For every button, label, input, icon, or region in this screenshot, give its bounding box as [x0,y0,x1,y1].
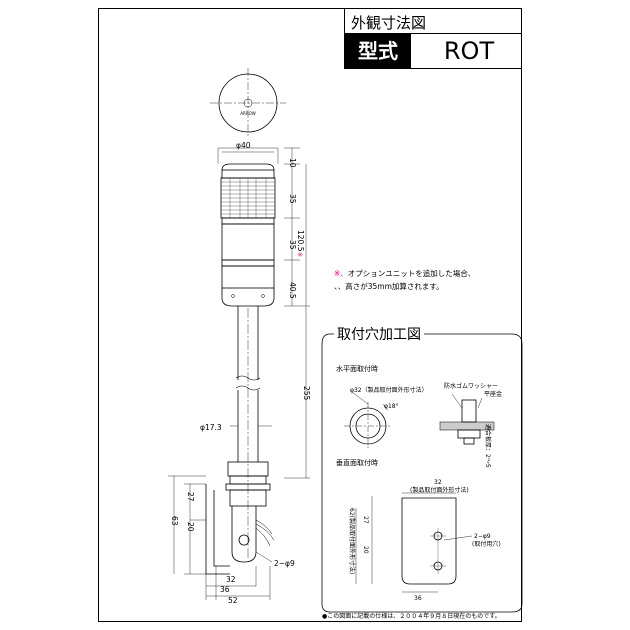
vertical-mount-label: 垂直面取付時 [336,459,378,467]
dim-35-mid: 35 [288,240,297,250]
mount-v-27: 27 [362,516,369,524]
option-note-line1: ※、オプションユニットを追加した場合、 [334,268,475,279]
mount-v-36: 36 [414,595,422,602]
type-label: 型式 [345,34,411,68]
dim-52: 52 [228,596,238,605]
dim-255: 255 [302,386,311,401]
dim-20: 20 [186,522,195,532]
mount-h-hole: φ32（製品取付面外形寸法） [350,386,428,394]
dim-2-holes-9: 2−φ9 [274,559,295,568]
horizontal-mount-label: 水平面取付時 [336,365,378,373]
mount-section-title: 取付穴加工図 [334,324,424,344]
note-mark: ※、 [334,269,348,278]
mount-v-32: 32 [434,479,442,486]
drawing-frame [98,8,522,622]
dim-diameter-40: φ40 [236,141,251,150]
mount-v-20: 20 [362,546,369,554]
tower-body [217,147,279,307]
dim-35-top: 35 [288,194,297,204]
mount-nut: 平座金 [484,390,502,398]
note-text-1: オプションユニットを追加した場合、 [347,269,476,278]
type-block: 型式 ROT [344,33,522,69]
type-value: ROT [443,37,495,65]
top-view [210,68,286,138]
mounting-section [321,333,523,613]
dim-27: 27 [186,492,195,502]
mount-assembly [205,461,275,575]
mount-washer: 防水ゴムワッシャー [444,382,498,390]
mount-thickness: 適合板厚：2〜5 [484,424,492,468]
option-note-line2: 、、高さが35mm加算されます。 [334,281,444,292]
drawing-title: 外観寸法図 [351,14,427,32]
note-text-2: 、、高さが35mm加算されます。 [334,282,444,291]
mount-v-32-note: (製品取付面外形寸法) [410,486,469,494]
mount-v-2-9-note: (取付用穴) [472,540,501,548]
dim-36: 36 [220,585,230,594]
dim-120-5: 120.5 [296,230,305,252]
dim-40-5: 40.5 [288,282,297,299]
logo-text: ARROW [240,111,255,116]
dim-63: 63 [170,516,179,526]
mount-h-angle: φ18° [384,403,399,410]
footer-note: ●この図面に記載の仕様は、２００４年９月８日現在のものです。 [322,613,501,620]
mount-v-2-9: 2−φ9 [474,533,491,540]
dimension-lines [168,147,310,600]
dim-32: 32 [226,575,236,584]
dim-diameter-17: φ17.3 [200,423,222,432]
mount-v-side: 62(製品取付面外形寸法) [348,508,356,574]
dim-star: ※ [296,252,303,257]
dim-10: 10 [288,158,297,168]
